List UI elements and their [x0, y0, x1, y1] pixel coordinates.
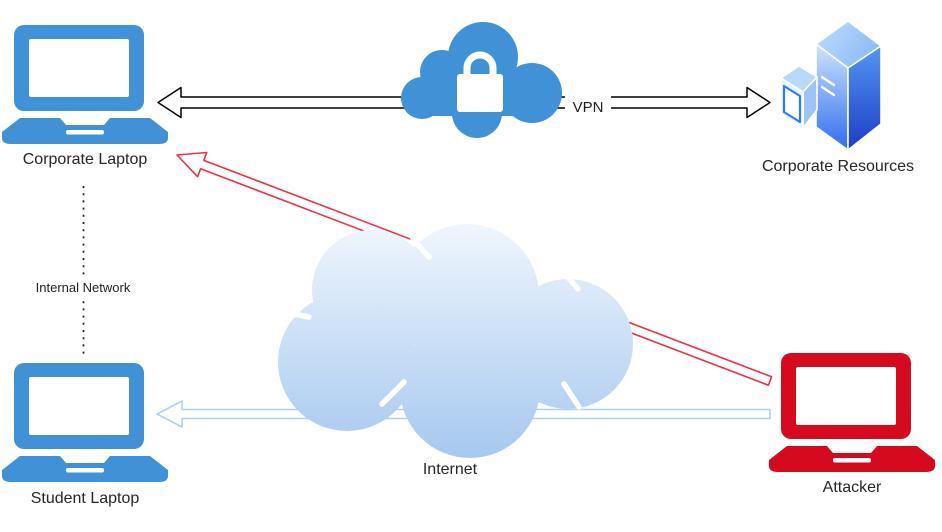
server-icon: [780, 20, 882, 151]
laptop-icon: [769, 353, 935, 472]
internet-label: Internet: [422, 461, 478, 478]
attacker-label: Attacker: [822, 479, 882, 496]
corporate-resources-label: Corporate Resources: [761, 158, 915, 175]
vpn-edge-label: VPN: [565, 94, 611, 120]
internet-cloud-icon: [278, 224, 633, 458]
corporate-laptop-label: Corporate Laptop: [22, 151, 148, 168]
lock-icon: [457, 51, 503, 112]
laptop-icon: [2, 363, 168, 482]
internal-network-label: Internal Network: [16, 278, 150, 296]
vpn-cloud-icon: [401, 22, 562, 138]
laptop-icon: [2, 25, 168, 144]
student-laptop-label: Student Laptop: [30, 490, 140, 507]
